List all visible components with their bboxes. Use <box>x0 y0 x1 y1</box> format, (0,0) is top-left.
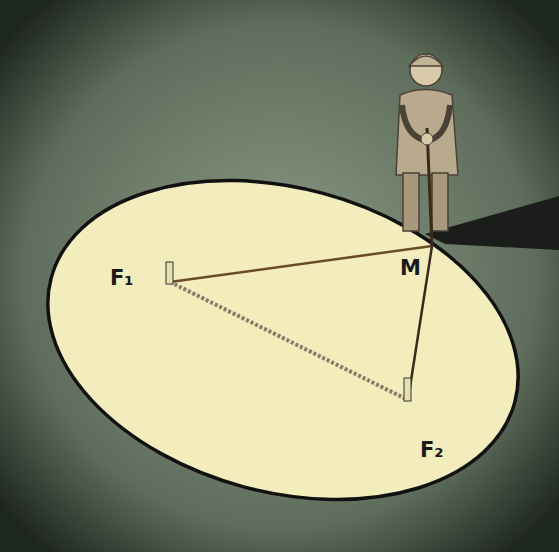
man-figure <box>396 54 458 246</box>
string <box>170 246 432 282</box>
peg <box>166 262 173 284</box>
point-label: F₁ <box>110 268 134 289</box>
string <box>170 282 408 400</box>
ellipse <box>12 131 554 549</box>
peg <box>404 378 411 401</box>
point-label: M <box>400 258 421 279</box>
point-label: F₂ <box>420 440 444 461</box>
